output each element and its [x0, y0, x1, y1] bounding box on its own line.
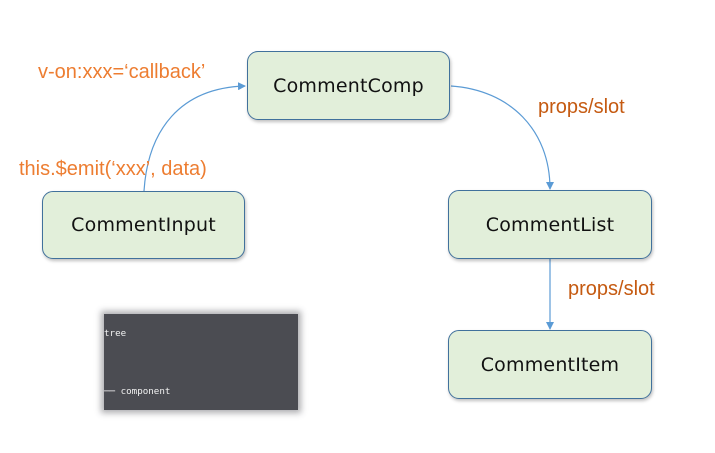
node-label: CommentInput — [71, 214, 216, 236]
tree-line: ── component — [104, 386, 171, 398]
props-slot-label-comp-list: props/slot — [538, 96, 625, 118]
file-tree-terminal: tree ── component └── comment ├── commen… — [104, 314, 298, 410]
node-label: CommentItem — [480, 353, 620, 376]
node-label: CommentList — [485, 213, 615, 236]
node-comment-list: CommentList — [448, 190, 652, 259]
props-slot-label-list-item: props/slot — [568, 278, 655, 300]
node-label: CommentComp — [273, 74, 424, 97]
tree-line — [104, 358, 298, 368]
arrow-input-to-comp — [143, 82, 246, 192]
v-on-label: v-on:xxx=‘callback’ — [38, 61, 206, 83]
node-comment-comp: CommentComp — [247, 51, 450, 120]
arrow-comp-to-list — [450, 85, 554, 190]
emit-label: this.$emit(‘xxx’, data) — [19, 158, 207, 180]
node-comment-input: CommentInput — [42, 191, 245, 259]
node-comment-item: CommentItem — [448, 330, 652, 399]
tree-line: tree — [104, 327, 127, 339]
